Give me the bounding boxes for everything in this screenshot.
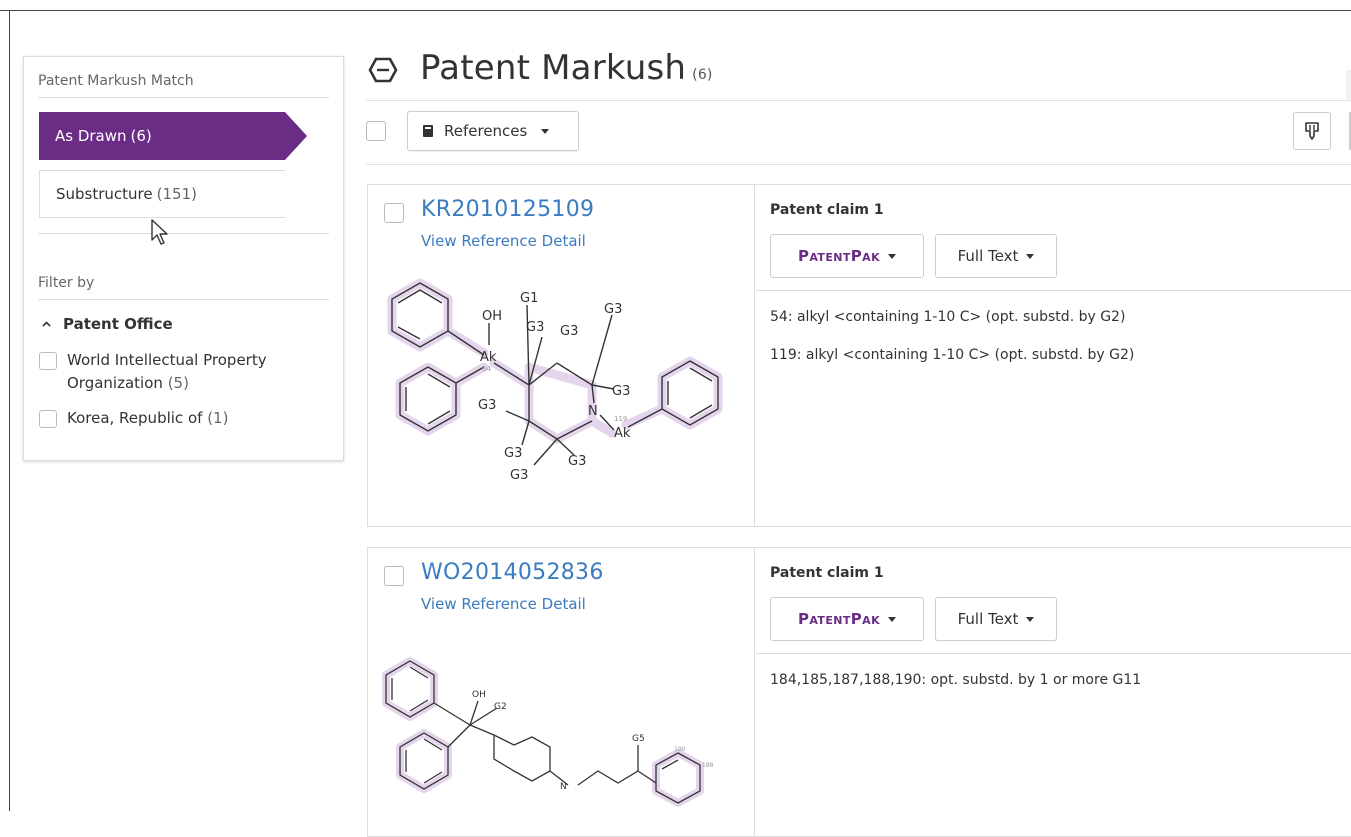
download-button[interactable]	[1293, 112, 1331, 150]
label-atom-119: 119	[614, 415, 627, 423]
label-g3: G3	[478, 398, 496, 413]
label-ak: Ak	[480, 350, 497, 365]
toolbar-next-button-edge	[1349, 112, 1351, 150]
full-text-label: Full Text	[957, 247, 1019, 265]
label-g1: G1	[520, 291, 538, 306]
patentpak-label: PatentPak	[797, 610, 880, 628]
divider	[38, 233, 329, 234]
claim-text: 54: alkyl <containing 1-10 C> (opt. subs…	[770, 309, 1126, 325]
facet-patent-office-toggle[interactable]: Patent Office	[42, 315, 173, 333]
result-left-panel: KR2010125109 View Reference Detail	[368, 185, 755, 526]
facet-label: Korea, Republic of (1)	[67, 409, 229, 427]
divider	[38, 97, 329, 98]
claim-title: Patent claim 1	[770, 202, 884, 218]
patentpak-label: PatentPak	[797, 247, 880, 265]
full-text-label: Full Text	[957, 610, 1019, 628]
label-n: N	[560, 782, 567, 792]
label-oh: OH	[472, 690, 486, 700]
match-count: (6)	[130, 127, 152, 145]
facet-title: Patent Office	[63, 315, 173, 333]
label-atom-188: 188	[702, 762, 714, 769]
references-dropdown-button[interactable]: References	[407, 111, 579, 151]
label-g3: G3	[612, 384, 630, 399]
edge-control	[1346, 70, 1351, 100]
divider	[366, 164, 1351, 165]
select-all-checkbox[interactable]	[366, 121, 386, 141]
match-substructure-button[interactable]: Substructure (151)	[39, 170, 285, 218]
divider	[756, 290, 1351, 291]
book-icon	[423, 125, 433, 137]
patent-number-link[interactable]: WO2014052836	[421, 560, 604, 585]
label-g3: G3	[604, 302, 622, 317]
title-count: (6)	[692, 67, 713, 83]
mouse-cursor-icon	[151, 219, 168, 245]
match-count: (151)	[156, 185, 197, 203]
result-checkbox[interactable]	[384, 566, 404, 586]
facet-item-wipo[interactable]: World Intellectual Property Organization…	[39, 349, 267, 395]
label-g3: G3	[526, 320, 544, 335]
facet-label: World Intellectual Property Organization…	[67, 351, 267, 392]
facet-checkbox[interactable]	[39, 410, 57, 428]
filter-sidebar: Patent Markush Match As Drawn (6) Substr…	[23, 56, 344, 461]
facet-checkbox[interactable]	[39, 352, 57, 370]
label-g3: G3	[510, 468, 528, 483]
markush-structure-image[interactable]: OH G2 G5 N 190 188	[382, 653, 732, 813]
window-frame-left	[9, 10, 10, 811]
claim-text: 184,185,187,188,190: opt. substd. by 1 o…	[770, 672, 1142, 688]
label-g3: G3	[568, 454, 586, 469]
claim-title: Patent claim 1	[770, 565, 884, 581]
view-reference-detail-link[interactable]: View Reference Detail	[421, 232, 586, 250]
label-atom-54: 54	[482, 365, 491, 373]
patent-number-link[interactable]: KR2010125109	[421, 197, 595, 222]
window-frame-top	[0, 10, 1351, 11]
label-ak: Ak	[614, 426, 631, 441]
facet-item-korea[interactable]: Korea, Republic of (1)	[39, 407, 228, 430]
download-icon	[1305, 122, 1319, 140]
caret-down-icon	[541, 128, 550, 134]
match-as-drawn-button[interactable]: As Drawn (6)	[39, 112, 307, 160]
match-label: Substructure	[56, 185, 153, 203]
result-checkbox[interactable]	[384, 203, 404, 223]
label-g5: G5	[632, 734, 645, 744]
full-text-dropdown-button[interactable]: Full Text	[935, 234, 1057, 278]
chevron-up-icon	[42, 321, 51, 327]
caret-down-icon	[1026, 616, 1035, 622]
markush-structure-image[interactable]: G1 OH G3 G3 G3 Ak G3 G3 N Ak G3 G3 G3 54…	[382, 275, 732, 490]
markush-hexagon-icon	[368, 57, 398, 83]
result-card: WO2014052836 View Reference Detail	[367, 547, 1351, 837]
label-atom-190: 190	[674, 746, 686, 753]
divider	[756, 653, 1351, 654]
view-reference-detail-link[interactable]: View Reference Detail	[421, 595, 586, 613]
result-card: KR2010125109 View Reference Detail	[367, 184, 1351, 527]
label-g3: G3	[504, 446, 522, 461]
label-g2: G2	[494, 702, 507, 712]
label-oh: OH	[482, 309, 502, 324]
caret-down-icon	[1026, 253, 1035, 259]
label-g3: G3	[560, 324, 578, 339]
references-label: References	[444, 122, 528, 140]
claim-text: 119: alkyl <containing 1-10 C> (opt. sub…	[770, 347, 1135, 363]
patentpak-dropdown-button[interactable]: PatentPak	[770, 234, 924, 278]
caret-down-icon	[888, 616, 896, 622]
full-text-dropdown-button[interactable]: Full Text	[935, 597, 1057, 641]
caret-down-icon	[888, 253, 896, 259]
divider	[366, 100, 1351, 101]
match-title: Patent Markush Match	[38, 73, 194, 89]
divider	[38, 299, 329, 300]
filter-title: Filter by	[38, 275, 95, 291]
patentpak-dropdown-button[interactable]: PatentPak	[770, 597, 924, 641]
result-left-panel: WO2014052836 View Reference Detail	[368, 548, 755, 836]
label-n: N	[588, 404, 598, 419]
page-title: Patent Markush(6)	[420, 48, 713, 88]
match-label: As Drawn	[55, 127, 127, 145]
